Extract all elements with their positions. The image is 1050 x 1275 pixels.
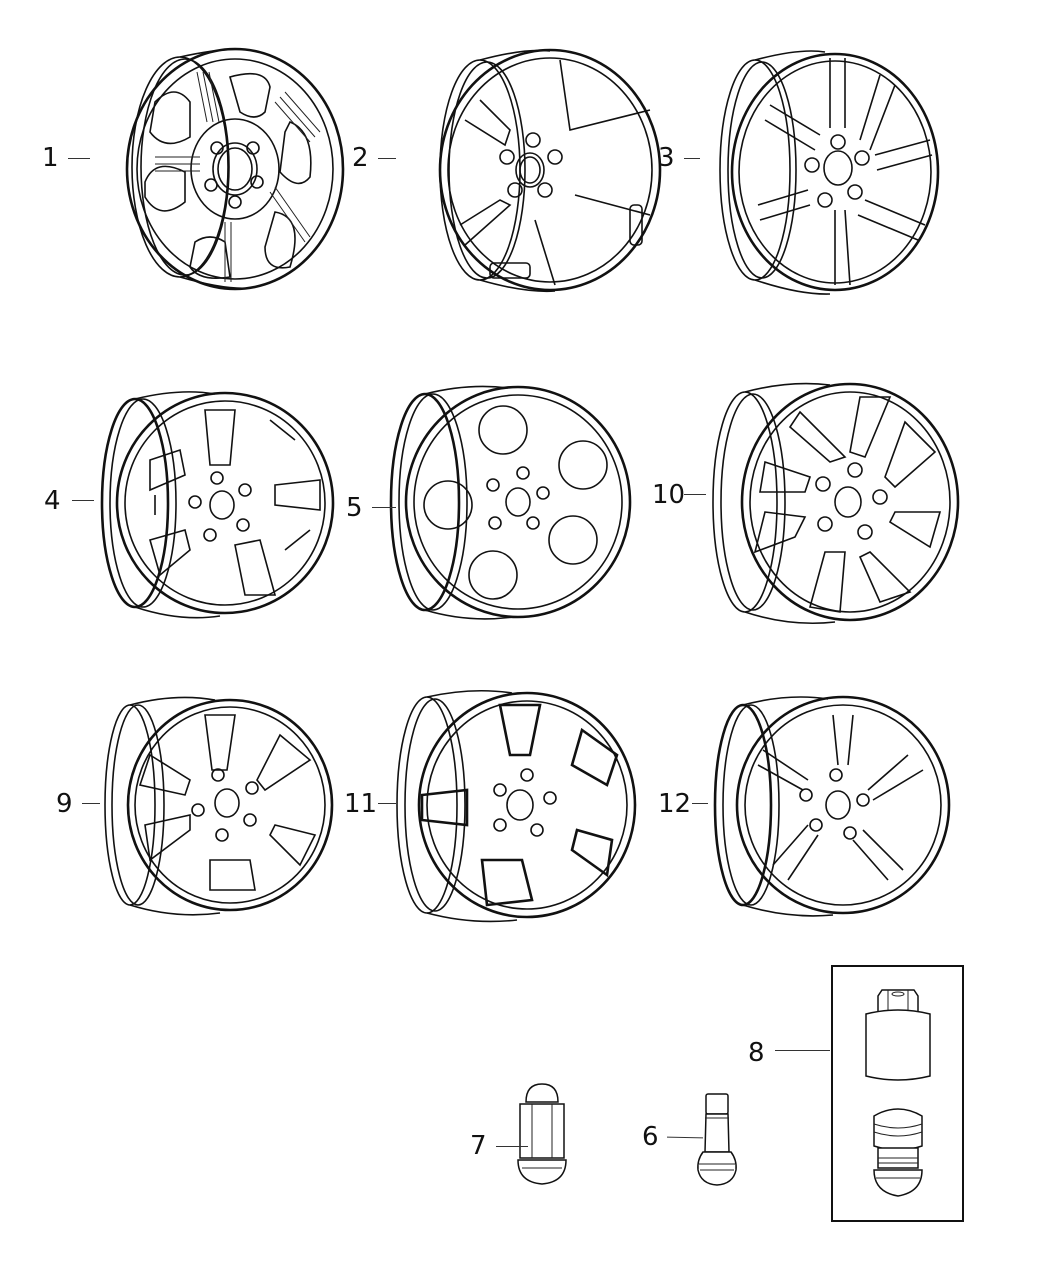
leader-line-8: [775, 1050, 830, 1051]
callout-11: 11: [344, 789, 378, 819]
callout-5: 5: [346, 493, 363, 523]
wheel-9-drawing: [104, 696, 334, 916]
callout-9: 9: [56, 789, 73, 819]
callout-4: 4: [44, 486, 61, 516]
callout-8: 8: [748, 1038, 765, 1068]
valve-stem-drawing: [697, 1093, 737, 1186]
wheel-part-3[interactable]: [700, 50, 960, 300]
leader-line-3: [684, 158, 700, 159]
wheel-11-drawing: [396, 689, 637, 923]
wheel-12-drawing: [713, 695, 951, 917]
wheel-3-drawing: [719, 50, 940, 295]
wheel-lock-kit-box: [831, 965, 964, 1222]
wheel-10-drawing: [712, 382, 960, 624]
callout-6: 6: [642, 1122, 659, 1152]
wheel-lock-key-socket[interactable]: [862, 988, 934, 1083]
callout-2: 2: [352, 143, 369, 173]
wheel-lock-nut[interactable]: [868, 1102, 928, 1198]
valve-stem-part-6[interactable]: [693, 1092, 739, 1188]
wheel-part-11[interactable]: [392, 689, 642, 923]
wheel-part-4[interactable]: [95, 390, 340, 620]
wheel-part-2[interactable]: [395, 45, 670, 295]
lock-key-drawing: [865, 989, 931, 1081]
wheel-4-drawing: [100, 391, 335, 619]
wheel-2-drawing: [438, 48, 662, 293]
leader-line-1: [68, 158, 90, 159]
leader-line-5: [372, 507, 396, 508]
wheel-part-9[interactable]: [100, 695, 340, 917]
leader-line-2: [378, 158, 396, 159]
wheel-part-12[interactable]: [708, 695, 958, 920]
wheel-5-drawing: [389, 385, 632, 620]
lug-nut-drawing: [517, 1083, 567, 1185]
wheel-part-10[interactable]: [705, 382, 960, 627]
leader-line-4: [72, 500, 94, 501]
wheel-part-1[interactable]: [85, 42, 355, 294]
callout-12: 12: [658, 789, 692, 819]
wheel-part-5[interactable]: [383, 385, 638, 620]
lug-nut-part-7[interactable]: [512, 1082, 572, 1186]
leader-line-12: [692, 803, 708, 804]
leader-line-10: [684, 494, 706, 495]
leader-line-6: [666, 1136, 704, 1139]
callout-1: 1: [42, 143, 59, 173]
leader-line-11: [378, 803, 396, 804]
callout-3: 3: [658, 143, 675, 173]
lock-nut-drawing: [873, 1108, 923, 1197]
leader-line-9: [82, 803, 100, 804]
callout-10: 10: [652, 480, 686, 510]
wheel-1-drawing: [125, 47, 345, 291]
leader-line-7: [496, 1146, 528, 1147]
callout-7: 7: [470, 1131, 487, 1161]
